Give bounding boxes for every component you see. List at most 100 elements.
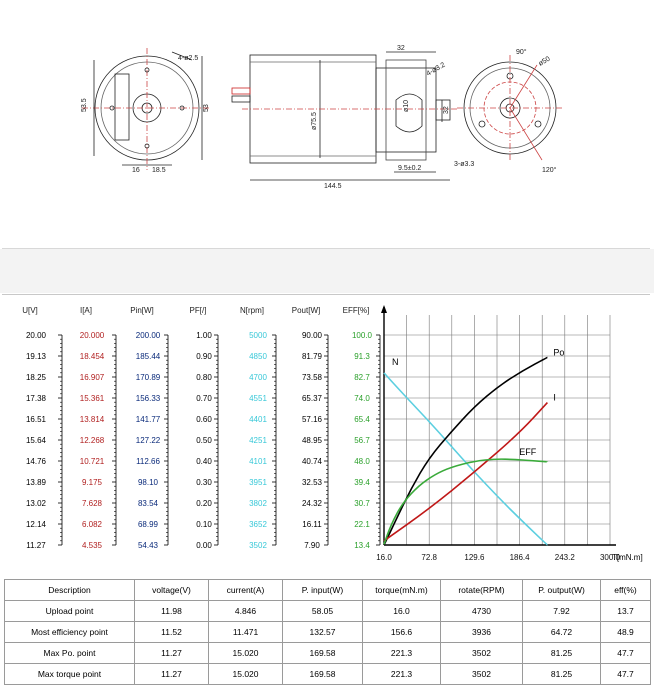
axis-label-u: 13.89 [26, 478, 47, 487]
cell: 15.020 [208, 642, 283, 664]
series-line-eff [383, 458, 548, 545]
x-tick-label: 72.8 [421, 553, 437, 562]
dim-angle-2: 120° [542, 166, 557, 174]
x-tick-label: 186.4 [510, 553, 531, 562]
axis-label-pin: 200.00 [136, 331, 161, 340]
col-current: current(A) [208, 579, 283, 601]
dim-right-dia: ø50 [538, 56, 552, 68]
cell: 11.471 [208, 621, 283, 643]
axis-label-n: 3951 [249, 478, 267, 487]
axis-label-eff: 56.7 [354, 436, 370, 445]
axis-label-pf: 0.30 [196, 478, 212, 487]
cell: 11.27 [134, 642, 209, 664]
axis-label-pin: 98.10 [138, 478, 159, 487]
axis-label-pin: 112.66 [136, 457, 160, 466]
axis-label-n: 4551 [249, 394, 267, 403]
axis-label-pout: 57.16 [302, 415, 323, 424]
axis-header-eff: EFF[%] [343, 306, 370, 315]
axis-label-pout: 81.79 [302, 352, 323, 361]
axis-label-n: 4101 [249, 457, 267, 466]
performance-chart: U[V]I[A]Pin[W]PF[/]N[rpm]Pout[W]EFF[%]20… [22, 305, 643, 562]
cell: 15.020 [208, 663, 283, 685]
cell: 48.9 [600, 621, 651, 643]
axis-label-pout: 48.95 [302, 436, 323, 445]
dim-left-w: 53.5 [81, 98, 88, 112]
axis-label-n: 4251 [249, 436, 267, 445]
series-line-n [383, 372, 549, 546]
col-voltage: voltage(V) [134, 579, 209, 601]
cell: 3936 [440, 621, 523, 643]
cell: Max Po. point [4, 642, 135, 664]
axis-label-eff: 65.4 [354, 415, 370, 424]
axis-label-pf: 0.40 [196, 457, 212, 466]
axis-label-u: 14.76 [26, 457, 47, 466]
cell: Max torque point [4, 663, 135, 685]
table-row: Upload point 11.98 4.846 58.05 16.0 4730… [4, 600, 651, 622]
cell: 7.92 [522, 600, 601, 622]
cell: 64.72 [522, 621, 601, 643]
axis-label-i: 18.454 [80, 352, 105, 361]
cell: 81.25 [522, 642, 601, 664]
axis-label-i: 4.535 [82, 541, 103, 550]
axis-label-u: 17.38 [26, 394, 47, 403]
axis-label-pout: 7.90 [304, 541, 320, 550]
axis-label-i: 6.082 [82, 520, 103, 529]
axis-label-eff: 74.0 [354, 394, 370, 403]
x-tick-label: 300.0 [600, 553, 621, 562]
cell: 47.7 [600, 663, 651, 685]
series-label-po: Po [553, 347, 564, 357]
multi-axis-scales: U[V]I[A]Pin[W]PF[/]N[rpm]Pout[W]EFF[%]20… [22, 306, 381, 550]
cell: 47.7 [600, 642, 651, 664]
axis-label-pf: 0.00 [196, 541, 212, 550]
side-view [231, 51, 458, 181]
axis-label-i: 7.628 [82, 499, 103, 508]
cell: 3502 [440, 642, 523, 664]
axis-label-u: 15.64 [26, 436, 47, 445]
axis-label-pf: 0.90 [196, 352, 212, 361]
axis-label-eff: 13.4 [354, 541, 370, 550]
axis-label-pout: 24.32 [302, 499, 323, 508]
cell: 58.05 [282, 600, 363, 622]
table-row: Most efficiency point 11.52 11.471 132.5… [4, 621, 651, 643]
axis-label-pout: 16.11 [302, 520, 322, 529]
axis-label-i: 16.907 [80, 373, 105, 382]
dim-angle-1: 90° [516, 48, 527, 56]
axis-label-pin: 68.99 [138, 520, 159, 529]
axis-label-i: 10.721 [80, 457, 105, 466]
axis-header-pout: Pout[W] [292, 306, 320, 315]
axis-label-pin: 54.43 [138, 541, 159, 550]
axis-label-pin: 170.89 [136, 373, 161, 382]
axis-label-i: 20.000 [80, 331, 105, 340]
x-tick-label: 243.2 [555, 553, 576, 562]
dim-body-len: 144.5 [324, 183, 342, 190]
axis-label-pout: 90.00 [302, 331, 323, 340]
table-row: Max torque point 11.27 15.020 169.58 221… [4, 663, 651, 685]
axis-label-n: 5000 [249, 331, 267, 340]
axis-label-u: 11.27 [26, 541, 46, 550]
axis-header-pin: Pin[W] [130, 306, 154, 315]
cell: 81.25 [522, 663, 601, 685]
axis-label-pout: 65.37 [302, 394, 323, 403]
series-label-n: N [392, 357, 399, 367]
cell: 16.0 [362, 600, 441, 622]
col-description: Description [4, 579, 135, 601]
table-row: Max Po. point 11.27 15.020 169.58 221.3 … [4, 642, 651, 664]
axis-label-i: 9.175 [82, 478, 103, 487]
series-line-po [383, 356, 548, 546]
axis-label-pin: 127.22 [136, 436, 161, 445]
axis-label-u: 20.00 [26, 331, 47, 340]
axis-label-u: 18.25 [26, 373, 47, 382]
col-p-output: P. output(W) [522, 579, 601, 601]
cell: 11.27 [134, 663, 209, 685]
col-torque: torque(mN.m) [362, 579, 441, 601]
axis-label-i: 12.268 [80, 436, 105, 445]
performance-table: Description voltage(V) current(A) P. inp… [4, 579, 651, 685]
axis-label-eff: 48.0 [354, 457, 370, 466]
panel-gap [0, 249, 654, 293]
axis-label-i: 15.361 [80, 394, 105, 403]
dim-left-h: 53 [203, 104, 210, 112]
table-header-row: Description voltage(V) current(A) P. inp… [4, 579, 651, 601]
cell: 169.58 [282, 642, 363, 664]
dim-left-b2: 18.5 [152, 167, 166, 174]
